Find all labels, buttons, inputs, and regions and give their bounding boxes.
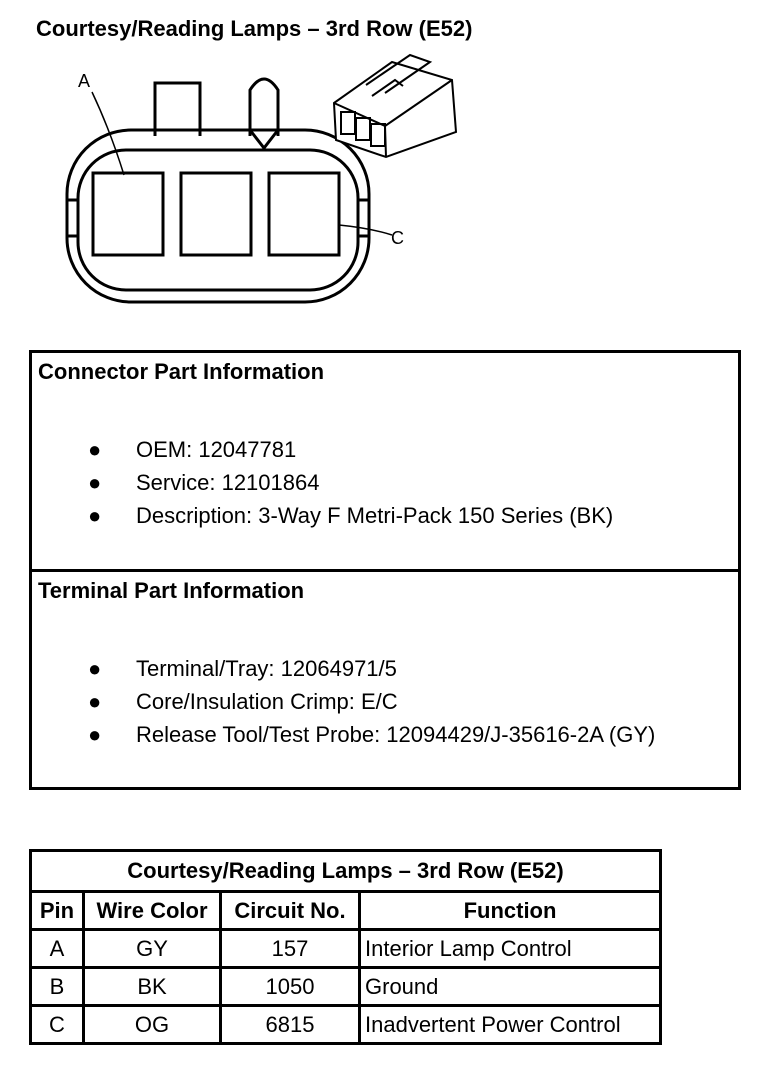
column-header-pin: Pin — [29, 890, 85, 931]
terminal-info-heading: Terminal Part Information — [38, 578, 305, 603]
table-row: B BK 1050 Ground — [29, 966, 662, 1007]
function-cell: Interior Lamp Control — [358, 928, 662, 969]
wire-color-cell: OG — [82, 1004, 222, 1045]
column-header-function: Function — [358, 890, 662, 931]
pin-cell: A — [29, 928, 85, 969]
list-item: ●OEM: 12047781 — [32, 433, 613, 466]
circuit-cell: 157 — [219, 928, 361, 969]
cavity-b — [179, 171, 253, 257]
bullet-icon: ● — [88, 722, 102, 747]
pin-cell: C — [29, 1004, 85, 1045]
table-row: A GY 157 Interior Lamp Control — [29, 928, 662, 969]
label-a: A — [78, 71, 90, 91]
cavity-a — [91, 171, 165, 257]
list-item: ●Core/Insulation Crimp: E/C — [32, 685, 655, 718]
leader-c — [338, 224, 393, 236]
list-item: ●Terminal/Tray: 12064971/5 — [32, 652, 655, 685]
function-cell: Inadvertent Power Control — [358, 1004, 662, 1045]
connector-housing-inner — [76, 148, 360, 292]
pin-table: Courtesy/Reading Lamps – 3rd Row (E52) P… — [29, 849, 662, 1045]
bullet-icon: ● — [88, 689, 102, 714]
cavity-c — [267, 171, 341, 257]
list-item: ●Release Tool/Test Probe: 12094429/J-356… — [32, 718, 655, 751]
connector-info-section: Connector Part Information ●OEM: 1204778… — [32, 353, 738, 572]
list-item: ●Service: 12101864 — [32, 466, 613, 499]
pin-table-title: Courtesy/Reading Lamps – 3rd Row (E52) — [29, 849, 662, 893]
circuit-cell: 1050 — [219, 966, 361, 1007]
connector-key-tab — [248, 77, 280, 136]
connector-info-list: ●OEM: 12047781 ●Service: 12101864 ●Descr… — [32, 433, 613, 532]
connector-housing-outer — [65, 128, 371, 304]
terminal-info-list: ●Terminal/Tray: 12064971/5 ●Core/Insulat… — [32, 652, 655, 751]
part-info-box: Connector Part Information ●OEM: 1204778… — [29, 350, 741, 790]
bullet-icon: ● — [88, 503, 102, 528]
wire-color-cell: BK — [82, 966, 222, 1007]
leader-a — [91, 91, 125, 176]
terminal-info-section: Terminal Part Information ●Terminal/Tray… — [32, 572, 738, 787]
column-header-wire-color: Wire Color — [82, 890, 222, 931]
page-title: Courtesy/Reading Lamps – 3rd Row (E52) — [36, 16, 473, 41]
pin-cell: B — [29, 966, 85, 1007]
connector-info-heading: Connector Part Information — [38, 359, 325, 384]
table-row: C OG 6815 Inadvertent Power Control — [29, 1004, 662, 1045]
function-cell: Ground — [358, 966, 662, 1007]
connector-lock-tab — [153, 81, 202, 136]
bullet-icon: ● — [88, 470, 102, 495]
bullet-icon: ● — [88, 656, 102, 681]
wire-color-cell: GY — [82, 928, 222, 969]
column-header-circuit-no: Circuit No. — [219, 890, 361, 931]
bullet-icon: ● — [88, 437, 102, 462]
connector-3d-icon — [332, 53, 458, 159]
label-c: C — [391, 228, 404, 248]
connector-diagram: A C — [65, 53, 458, 304]
circuit-cell: 6815 — [219, 1004, 361, 1045]
list-item: ●Description: 3-Way F Metri-Pack 150 Ser… — [32, 499, 613, 532]
pin-table-header-row: Pin Wire Color Circuit No. Function — [29, 890, 662, 931]
